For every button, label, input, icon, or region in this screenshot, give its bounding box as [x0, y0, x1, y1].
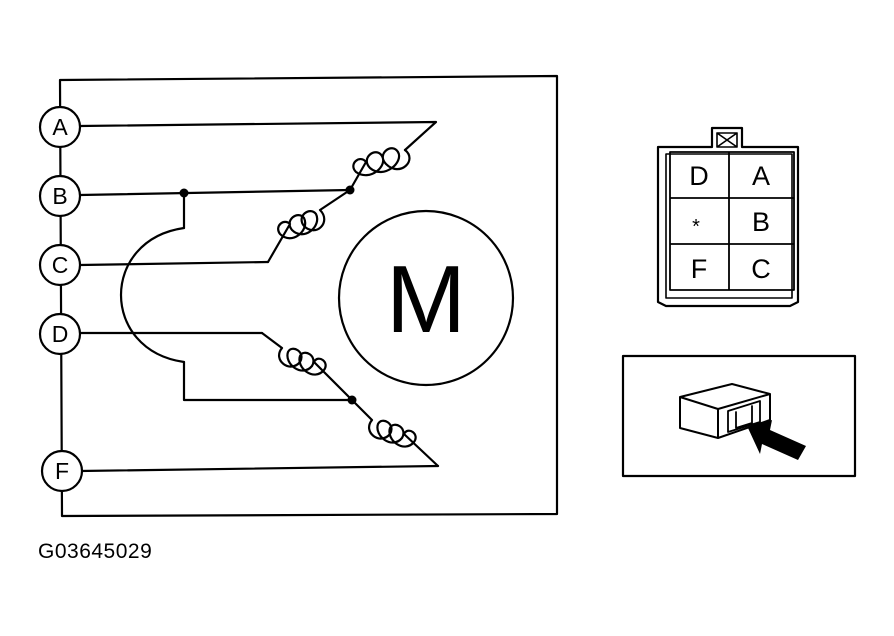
junction-dot — [179, 188, 189, 198]
junction-dot — [347, 395, 357, 405]
location-inset-frame — [621, 354, 857, 478]
wire-f — [78, 464, 440, 473]
motor-housing-outline — [58, 74, 559, 518]
terminal-a-label: A — [52, 114, 68, 140]
junction-dot — [345, 185, 355, 195]
terminal-a-circle — [38, 105, 82, 149]
terminal-f-label: F — [55, 458, 69, 484]
terminal-c-label: C — [52, 252, 69, 278]
terminal-c-circle — [38, 243, 82, 287]
terminal-d-circle — [38, 312, 82, 356]
motor-symbol — [337, 209, 515, 387]
jumper-arc — [120, 226, 186, 364]
connector-inner-frame — [665, 153, 793, 299]
coil-top-lower — [266, 188, 352, 264]
wire-c — [78, 260, 270, 267]
connector-cell: * — [692, 216, 700, 238]
terminal-b-circle — [38, 174, 82, 218]
figure-id: G03645029 — [38, 540, 153, 563]
junction-dots — [179, 185, 357, 405]
connector-cell: C — [751, 254, 771, 284]
connector-cell: D — [689, 161, 709, 191]
module-body — [679, 383, 771, 439]
jumper-d-tap — [182, 360, 354, 402]
wire-a — [78, 120, 438, 152]
connector-cell: A — [752, 161, 770, 191]
coil-top-upper — [348, 147, 411, 192]
coil-bottom-lower — [350, 398, 440, 468]
terminal-d-label: D — [52, 321, 69, 347]
connector-cell: F — [691, 254, 708, 284]
wire-b — [78, 188, 352, 197]
module-connector — [727, 400, 761, 433]
location-arrow-icon — [748, 420, 806, 460]
connector-grid — [669, 151, 795, 291]
connector-face-outline — [656, 126, 800, 308]
terminal-f-circle — [40, 449, 84, 493]
connector-latch — [716, 132, 738, 148]
motor-label: M — [386, 246, 466, 353]
connector-cell: B — [752, 207, 770, 237]
coil-bottom-upper — [260, 331, 354, 402]
terminal-b-label: B — [52, 183, 67, 209]
